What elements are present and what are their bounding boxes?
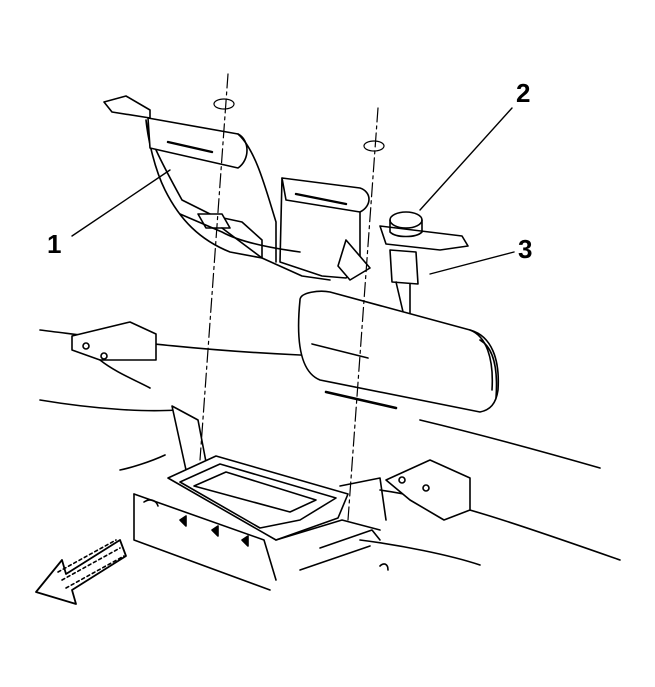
direction-arrow-icon <box>35 539 127 605</box>
leader-1 <box>71 169 171 237</box>
center-duct <box>297 290 500 413</box>
rear-floor-duct-upper <box>103 95 331 281</box>
fastener-left-icon <box>213 98 235 110</box>
rear-floor-duct-front <box>279 177 371 281</box>
sensor-bracket <box>379 211 469 357</box>
fastener-centerlines <box>199 73 385 521</box>
left-bracket <box>71 321 157 389</box>
callout-2: 2 <box>516 78 531 108</box>
callout-3: 3 <box>518 234 533 264</box>
callout-1: 1 <box>47 229 62 259</box>
right-bracket <box>385 459 471 521</box>
fastener-right-icon <box>363 140 385 152</box>
leader-lines <box>71 107 515 275</box>
floor-outlet-assembly <box>133 405 389 591</box>
leader-3 <box>429 251 515 275</box>
leader-2 <box>419 107 513 211</box>
